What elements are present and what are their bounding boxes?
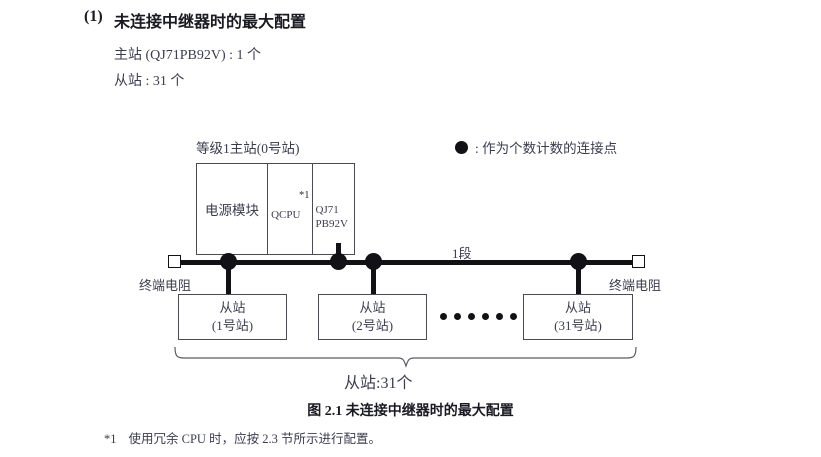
cpu-label: QCPU xyxy=(271,209,301,221)
slave-station-box-2: 从站 (2号站) xyxy=(318,294,427,340)
slave-1-drop-stub xyxy=(226,262,231,295)
spec-slave-count: 从站 : 31 个 xyxy=(114,74,185,89)
terminator-right-label: 终端电阻 xyxy=(609,278,662,293)
ellipsis-dot xyxy=(496,313,503,320)
connection-point-master xyxy=(330,253,347,270)
master-station-label: 等级1主站(0号站) xyxy=(196,141,300,156)
slave-2-drop-stub xyxy=(371,262,376,295)
connection-point-slave-31 xyxy=(570,253,587,270)
legend: : 作为个数计数的连接点 xyxy=(455,137,617,157)
slave-2-name: 从站 xyxy=(359,300,386,316)
slave-group-brace-label: 从站:31个 xyxy=(344,375,413,392)
slave-31-station: (31号站) xyxy=(554,318,602,333)
bus-trunk-line xyxy=(176,260,638,265)
slave-1-station: (1号站) xyxy=(211,318,254,333)
segment-label: 1段 xyxy=(452,246,472,261)
ellipsis-dot xyxy=(510,313,517,320)
connection-point-slave-1 xyxy=(220,253,237,270)
slave-group-brace xyxy=(174,346,637,368)
filled-circle-icon xyxy=(455,140,468,154)
legend-label: : 作为个数计数的连接点 xyxy=(475,141,618,156)
network-module-line1: QJ71 xyxy=(315,204,339,216)
footnote-mark: *1 xyxy=(104,432,117,446)
ellipsis-dots xyxy=(440,313,517,320)
figure-footnote: *1 使用冗余 CPU 时，应按 2.3 节所示进行配置。 xyxy=(104,428,381,447)
master-rack: 电源模块 *1 QCPU QJ71 PB92V xyxy=(196,163,355,255)
slave-station-box-1: 从站 (1号站) xyxy=(178,294,287,340)
section-title: 未连接中继器时的最大配置 xyxy=(114,14,307,31)
terminator-left-label: 终端电阻 xyxy=(139,278,192,293)
rack-cell-network-module: QJ71 PB92V xyxy=(313,164,354,254)
network-module-line2: PB92V xyxy=(315,217,348,230)
section-number: (1) xyxy=(84,8,103,25)
ellipsis-dot xyxy=(482,313,489,320)
rack-cell-power-supply: 电源模块 xyxy=(197,164,269,254)
terminator-right-icon xyxy=(632,255,645,268)
ellipsis-dot xyxy=(468,313,475,320)
slave-1-name: 从站 xyxy=(219,300,246,316)
spec-master-count: 主站 (QJ71PB92V) : 1 个 xyxy=(114,48,262,63)
ellipsis-dot xyxy=(440,313,447,320)
ellipsis-dot xyxy=(454,313,461,320)
slave-31-name: 从站 xyxy=(564,300,591,316)
figure-caption: 图 2.1 未连接中继器时的最大配置 xyxy=(307,404,514,419)
connection-point-slave-2 xyxy=(365,253,382,270)
slave-2-station: (2号站) xyxy=(351,318,394,333)
rack-cell-cpu: *1 QCPU xyxy=(268,164,313,254)
terminator-left-icon xyxy=(168,255,181,268)
slave-station-box-31: 从站 (31号站) xyxy=(523,294,633,340)
cpu-footnote-mark: *1 xyxy=(299,190,310,201)
footnote-text: 使用冗余 CPU 时，应按 2.3 节所示进行配置。 xyxy=(128,432,381,446)
slave-31-drop-stub xyxy=(576,262,581,295)
